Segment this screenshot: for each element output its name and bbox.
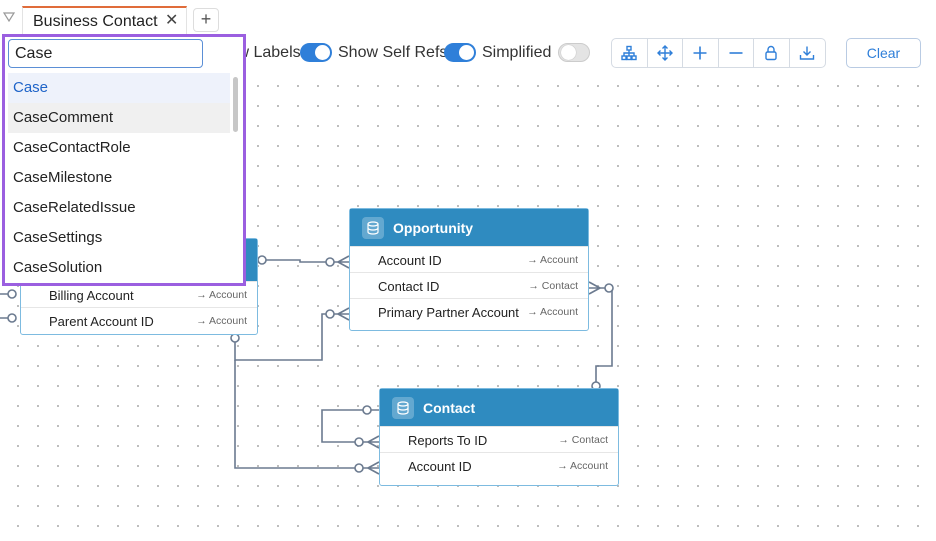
entity-contact[interactable]: Contact Reports To ID → Contact Account … [379, 388, 619, 486]
database-icon [362, 216, 384, 239]
entity-field-row: Contact ID → Contact [350, 272, 588, 298]
entity-search-panel: Case CaseComment CaseContactRole CaseMil… [2, 34, 246, 286]
show-self-refs-toggle[interactable] [444, 43, 476, 62]
field-ref: → Contact [558, 434, 608, 446]
close-icon[interactable]: ✕ [165, 12, 179, 29]
clear-button[interactable]: Clear [846, 38, 921, 68]
move-icon[interactable] [648, 39, 683, 67]
field-name: Billing Account [49, 288, 134, 303]
show-labels-toggle[interactable] [300, 43, 332, 62]
field-ref: → Account [196, 289, 247, 301]
entity-field-row: Account ID → Account [350, 246, 588, 272]
search-result-item[interactable]: CaseSolution [13, 259, 103, 276]
search-result-item[interactable]: CaseContactRole [13, 139, 131, 156]
search-results-dropdown: Case CaseComment CaseContactRole CaseMil… [8, 73, 230, 283]
tab-business-contact[interactable]: Business Contact ✕ [22, 6, 187, 34]
field-name: Account ID [378, 253, 442, 268]
field-ref: → Account [527, 306, 578, 318]
entity-title: Contact [423, 399, 476, 416]
diagram-toolbar [611, 38, 826, 68]
add-tab-button[interactable]: + [193, 8, 219, 32]
entity-title: Opportunity [393, 219, 474, 236]
search-result-item[interactable]: CaseComment [8, 103, 230, 133]
entity-field-row: Parent Account ID → Account [21, 307, 257, 333]
search-result-item[interactable]: CaseSettings [13, 229, 103, 246]
search-result-item[interactable]: Case [8, 73, 230, 103]
entity-header: Contact [380, 389, 618, 426]
tab-bar: Business Contact ✕ + [0, 0, 936, 34]
search-result-item[interactable]: CaseMilestone [13, 169, 113, 186]
field-name: Contact ID [378, 279, 440, 294]
triangle-down-icon[interactable] [3, 12, 15, 22]
entity-opportunity[interactable]: Opportunity Account ID → Account Contact… [349, 208, 589, 331]
field-name: Primary Partner Account [378, 305, 519, 320]
field-ref: → Account [527, 254, 578, 266]
zoom-in-icon[interactable] [683, 39, 719, 67]
entity-search-input[interactable] [8, 39, 203, 68]
simplified-toggle[interactable] [558, 43, 590, 62]
download-icon[interactable] [790, 39, 825, 67]
entity-field-row: Primary Partner Account → Account [350, 298, 588, 324]
field-ref: → Account [557, 460, 608, 472]
dropdown-scrollbar[interactable] [233, 77, 238, 132]
field-ref: → Account [196, 315, 247, 327]
field-ref: → Contact [528, 280, 578, 292]
field-name: Reports To ID [408, 433, 488, 448]
hierarchy-icon[interactable] [612, 39, 648, 67]
zoom-out-icon[interactable] [719, 39, 754, 67]
entity-header: Opportunity [350, 209, 588, 246]
simplified-label: Simplified [482, 44, 552, 61]
search-result-item[interactable]: CaseRelatedIssue [13, 199, 136, 216]
tab-label: Business Contact [33, 13, 158, 30]
field-name: Parent Account ID [49, 314, 154, 329]
database-icon [392, 396, 414, 419]
field-name: Account ID [408, 459, 472, 474]
entity-field-row: Account ID → Account [380, 452, 618, 478]
show-self-refs-label: Show Self Refs [338, 44, 448, 61]
lock-icon[interactable] [754, 39, 790, 67]
entity-field-row: Reports To ID → Contact [380, 426, 618, 452]
